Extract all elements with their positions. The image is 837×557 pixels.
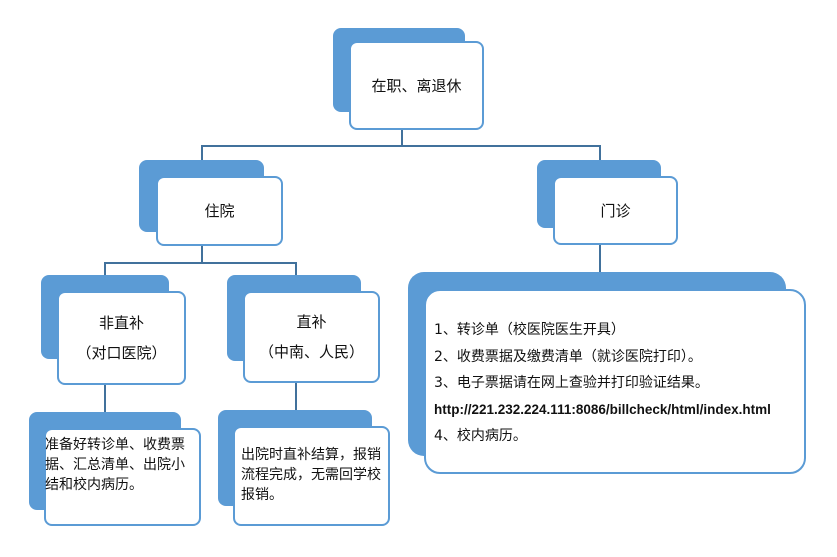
direct-node-text: 直补 （中南、人民） (243, 291, 380, 383)
direct-note-text: 出院时直补结算，报销流程完成，无需回学校报销。 (241, 447, 381, 503)
root-node-label: 在职、离退休 (371, 76, 462, 95)
outpatient-item-2: 2、收费票据及缴费清单（就诊医院打印）。 (434, 348, 702, 365)
non-direct-node-text: 非直补 （对口医院） (57, 291, 186, 385)
inpatient-node (156, 176, 283, 246)
outpatient-item-3: 3、电子票据请在网上查验并打印验证结果。 (434, 375, 709, 391)
connector-to-inpatient (201, 145, 203, 163)
connector-outpatient-down (599, 243, 601, 273)
direct-note (233, 426, 390, 526)
non-direct-title: 非直补 (98, 314, 144, 332)
connector-to-direct (295, 262, 297, 277)
non-direct-subtitle: （对口医院） (76, 344, 167, 362)
connector-level1-bar (201, 145, 600, 147)
inpatient-node-label: 住院 (204, 202, 235, 220)
connector-level2-bar (104, 262, 297, 264)
non-direct-note-text: 准备好转诊单、收费票据、汇总清单、出院小结和校内病历。 (45, 437, 185, 493)
connector-non-direct-down (104, 383, 106, 413)
connector-to-outpatient (599, 145, 601, 163)
outpatient-item-4: 4、校内病历。 (434, 428, 527, 444)
direct-title: 直补 (296, 313, 327, 331)
outpatient-item-1: 1、转诊单（校医院医生开具） (434, 322, 625, 338)
non-direct-note (44, 428, 201, 526)
direct-node (243, 291, 380, 383)
outpatient-list-text: 1、转诊单（校医院医生开具） 2、收费票据及缴费清单（就诊医院打印）。 3、电子… (434, 317, 802, 450)
connector-root-down (401, 126, 403, 146)
outpatient-list (424, 289, 806, 474)
bill-check-url: http://221.232.224.111:8086/billcheck/ht… (434, 401, 771, 417)
connector-inpatient-down (201, 243, 203, 263)
connector-direct-down (295, 381, 297, 411)
non-direct-node (57, 291, 186, 385)
root-node (349, 41, 484, 130)
connector-to-non-direct (104, 262, 106, 277)
outpatient-node-label: 门诊 (600, 201, 631, 220)
outpatient-node (553, 176, 678, 245)
direct-subtitle: （中南、人民） (258, 343, 364, 361)
